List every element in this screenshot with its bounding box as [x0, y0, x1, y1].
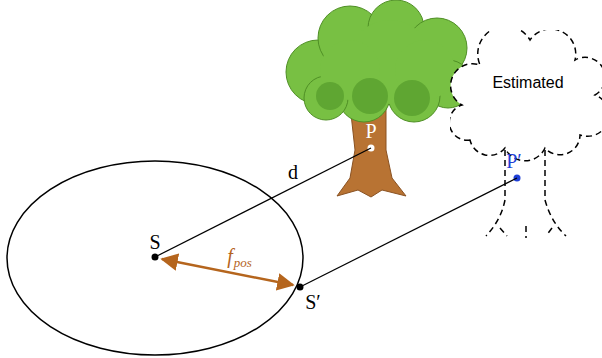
- point-label: S′: [305, 292, 321, 312]
- offset-subscript: pos: [234, 256, 252, 269]
- distance-label: d: [288, 162, 298, 182]
- tree-figure: P: [285, 0, 475, 200]
- offset-symbol: f: [227, 246, 233, 266]
- tree-figure-outline: [285, 0, 475, 200]
- point-label: P: [365, 121, 376, 141]
- estimated-tree-figure-outline: [450, 30, 602, 240]
- estimated-tree-figure: EstimatedP′: [450, 30, 602, 240]
- uncertainty-ellipse: [7, 161, 303, 355]
- estimate-label: Estimated: [492, 75, 563, 91]
- point-label: S: [149, 232, 160, 252]
- point-label: P′: [506, 151, 522, 171]
